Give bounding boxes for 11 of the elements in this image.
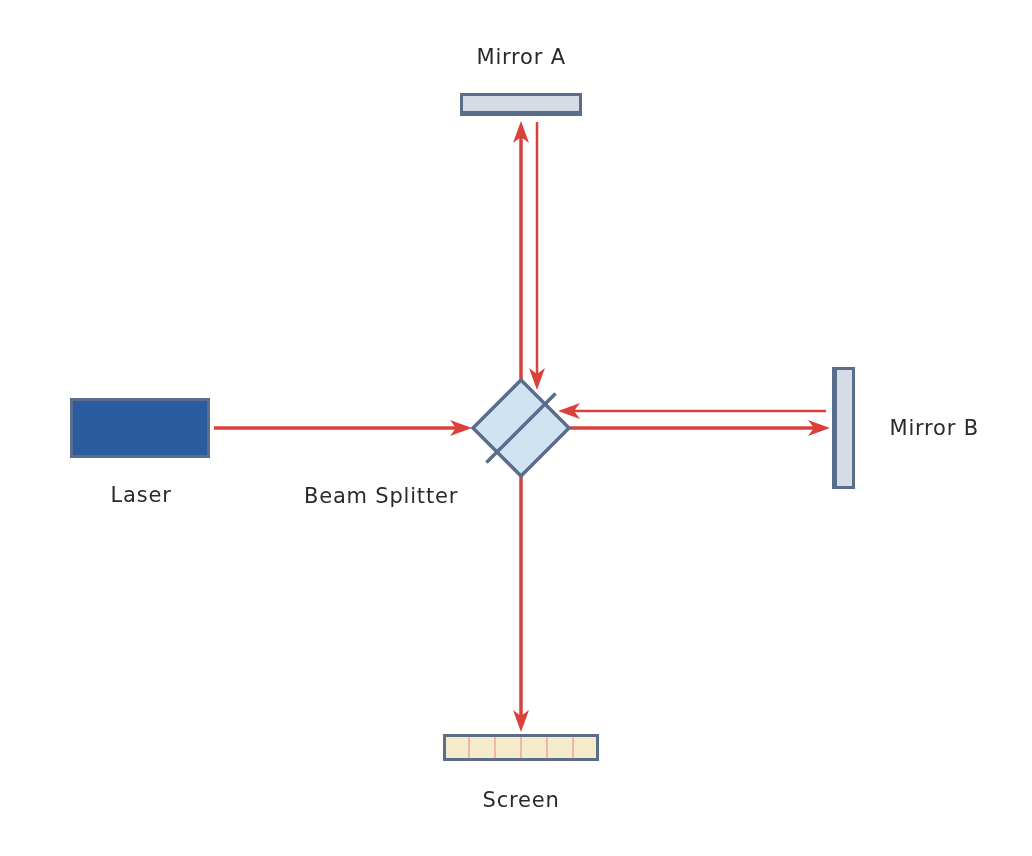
beam-arrow xyxy=(214,420,472,436)
component-label: Mirror B xyxy=(889,415,979,441)
component-label: Beam Splitter xyxy=(304,483,459,509)
beam-arrow xyxy=(513,476,529,732)
beam-arrow xyxy=(513,121,529,380)
component-label: Laser xyxy=(110,482,172,508)
beam-arrow xyxy=(529,122,545,390)
beam-arrow xyxy=(569,420,830,436)
component-label: Screen xyxy=(482,787,560,813)
component-label: Mirror A xyxy=(476,44,566,70)
beam-arrow xyxy=(558,403,826,419)
